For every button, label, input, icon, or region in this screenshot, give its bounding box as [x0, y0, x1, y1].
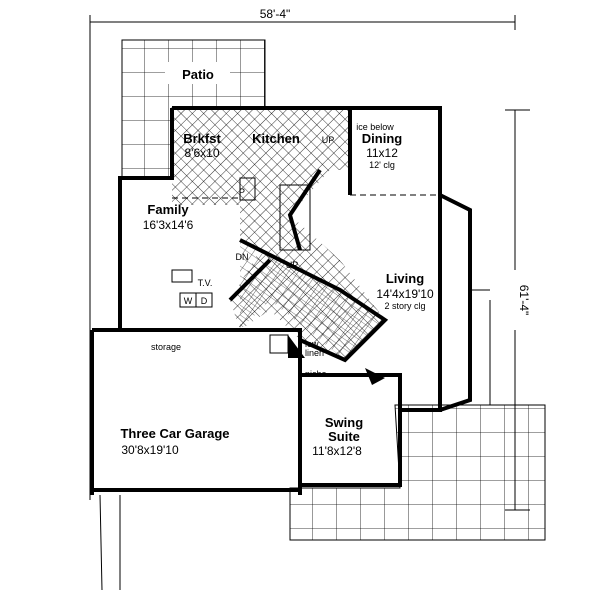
dimension-width: 58'-4": [89, 5, 516, 500]
swing-size: 11'8x12'8: [312, 444, 362, 458]
ice-below-note: ice below: [356, 122, 394, 132]
dining-note: 12' clg: [369, 160, 395, 170]
niche-label: niche: [305, 369, 327, 379]
depth-label: 61'-4": [517, 285, 531, 316]
family-size: 16'3x14'6: [143, 218, 194, 232]
up-kitchen-label: UP: [322, 135, 335, 145]
brkfst-size: 8'6x10: [185, 146, 220, 160]
up-label: UP: [286, 260, 299, 270]
tv-label: T.V.: [198, 278, 213, 288]
swing-label-2: Suite: [328, 429, 360, 444]
driveway: [99, 494, 121, 591]
dimension-depth: 61'-4": [505, 109, 531, 511]
dryer-label: D: [201, 296, 208, 306]
living-size: 14'4x19'10: [376, 287, 434, 301]
brkfst-label: Brkfst: [183, 131, 221, 146]
storage-label: storage: [151, 342, 181, 352]
width-label: 58'-4": [260, 7, 291, 21]
low-linen-label-2: linen: [305, 348, 324, 358]
living-note: 2 story clg: [384, 301, 425, 311]
dining-label: Dining: [362, 131, 402, 146]
swing-label-1: Swing: [325, 415, 363, 430]
family-label: Family: [147, 202, 189, 217]
living-label: Living: [386, 271, 424, 286]
walls: [90, 106, 491, 495]
dn-label: DN: [236, 252, 249, 262]
pantry-label: P: [239, 187, 245, 197]
hall-floor: [240, 240, 385, 360]
washer-label: W: [184, 296, 193, 306]
patio-label: Patio: [182, 67, 214, 82]
garage-size: 30'8x19'10: [121, 443, 179, 457]
kitchen-label: Kitchen: [252, 131, 300, 146]
garage-label: Three Car Garage: [120, 426, 229, 441]
dining-size: 11x12: [366, 146, 398, 160]
low-linen-label-1: low: [305, 339, 319, 349]
